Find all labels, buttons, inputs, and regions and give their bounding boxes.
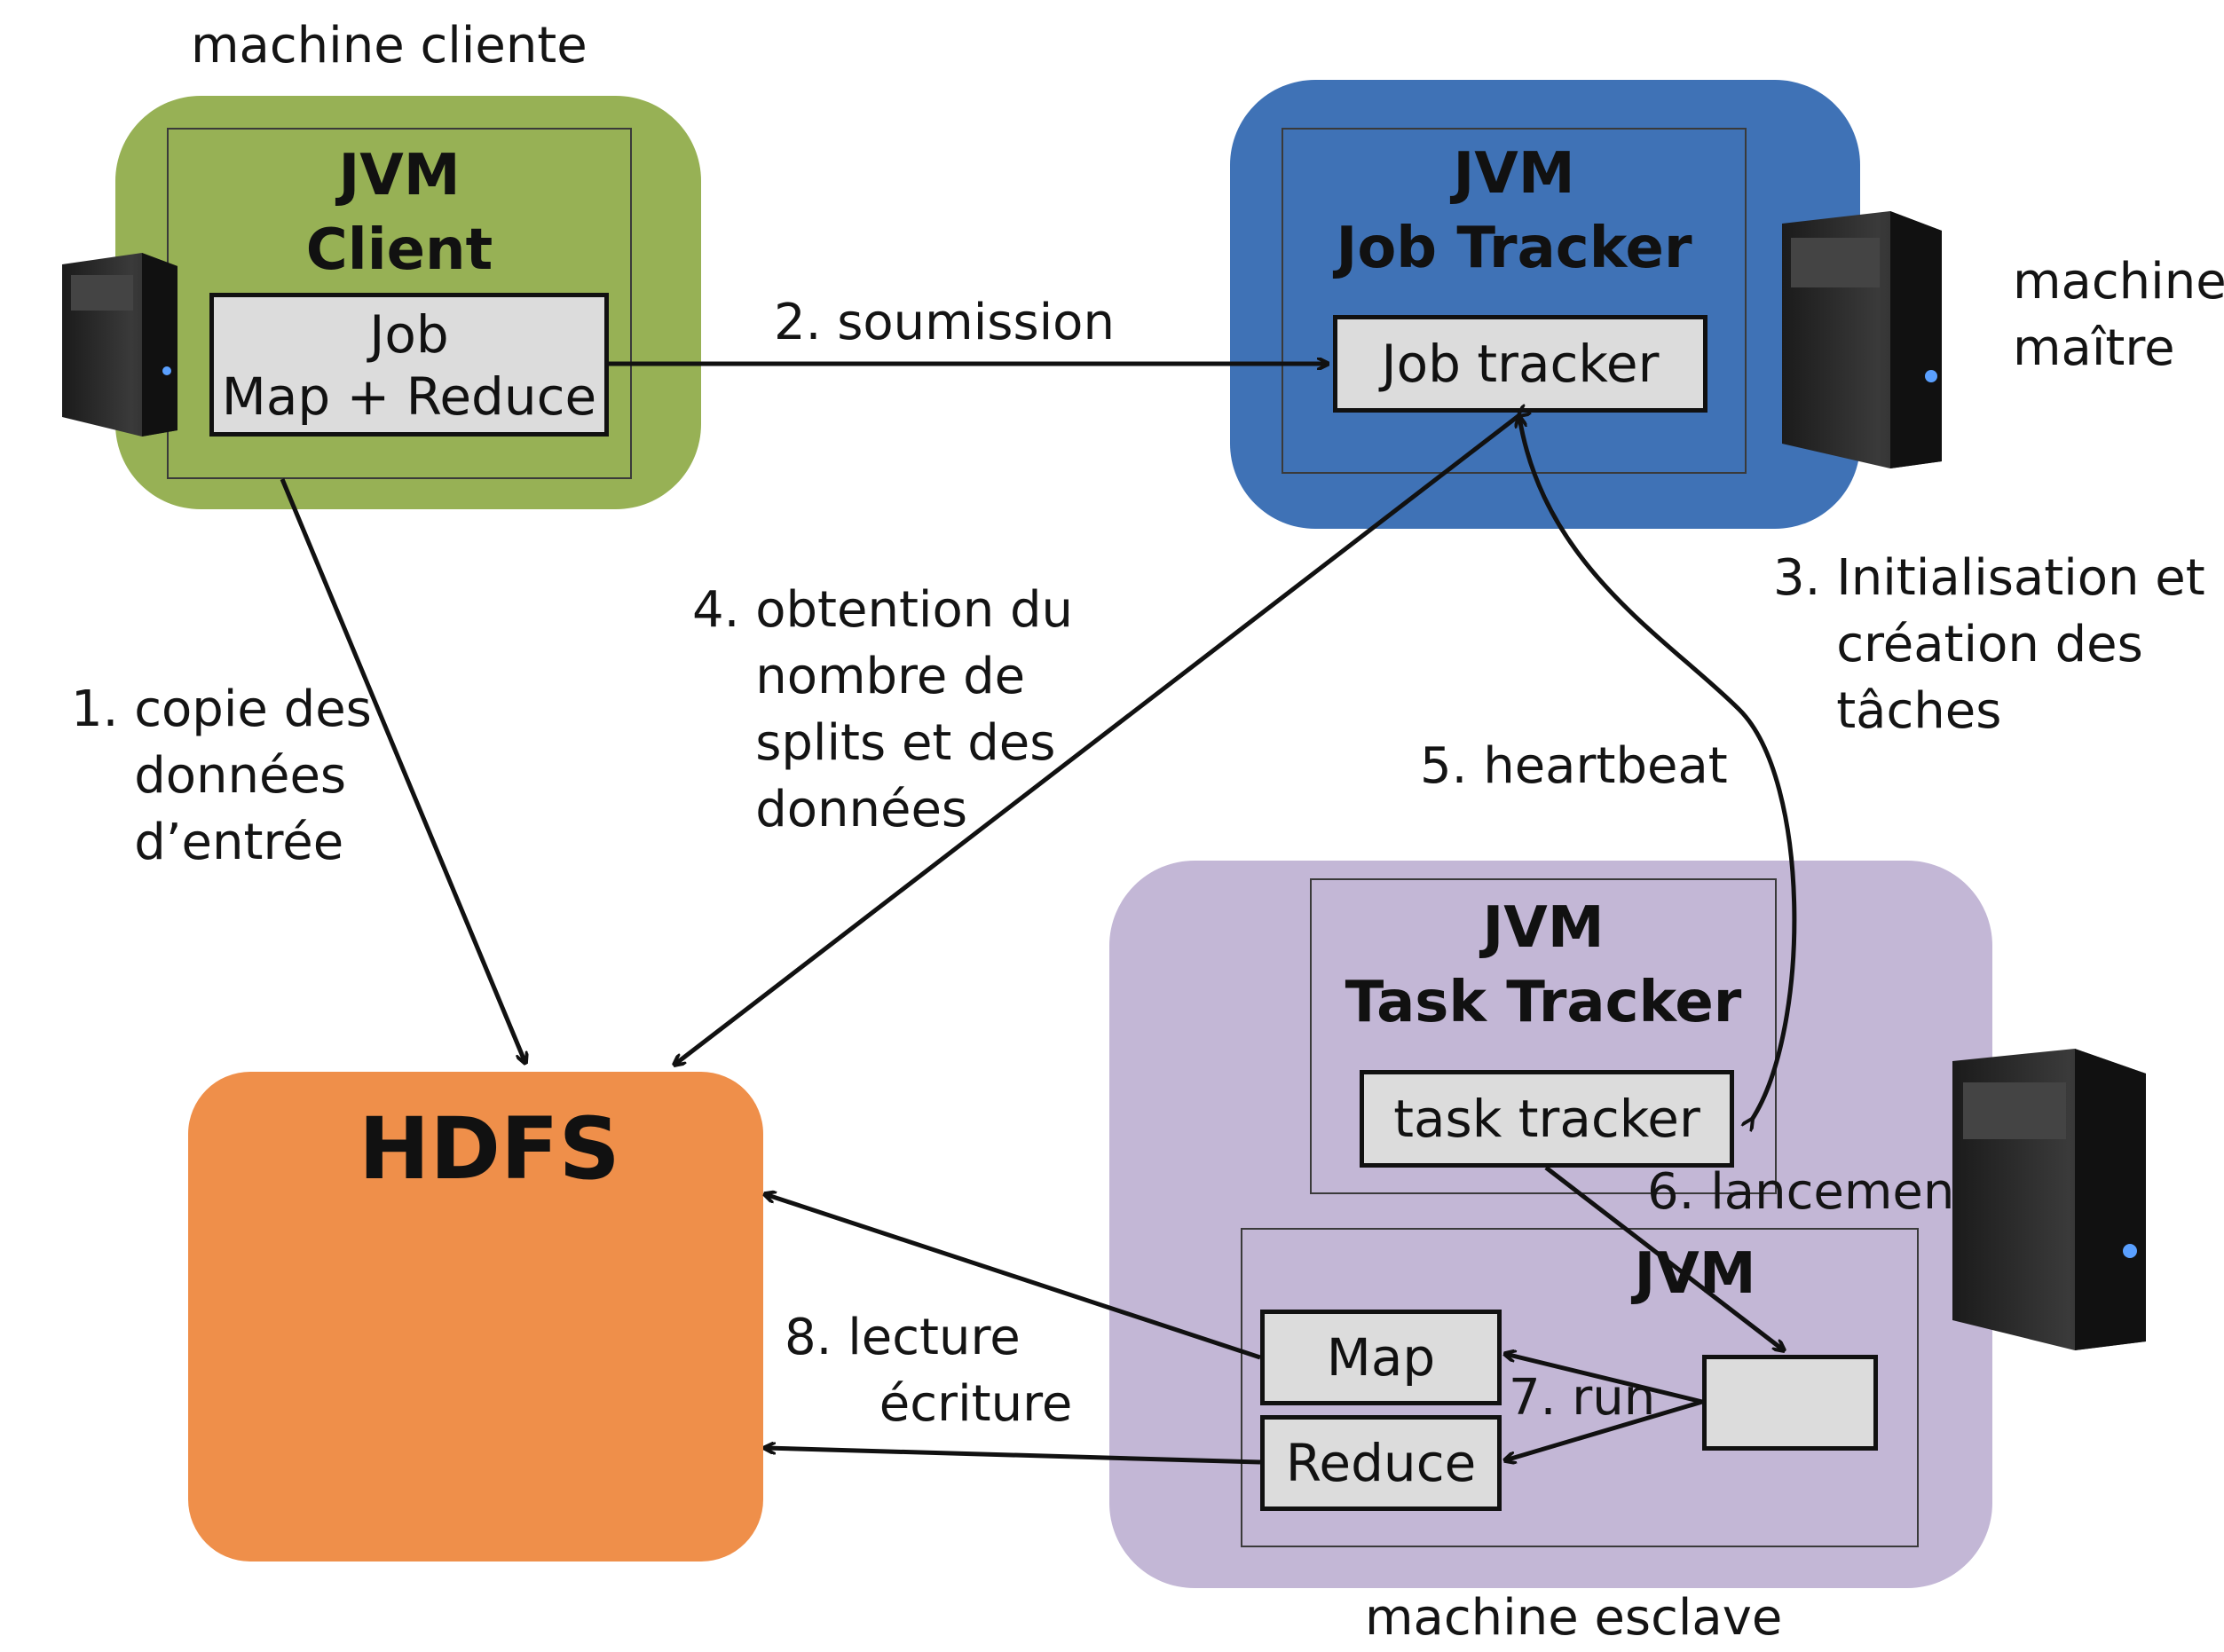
master-server-icon [1782, 211, 1942, 468]
arrow-heartbeat [1519, 417, 1797, 1120]
client-server-icon [62, 253, 177, 437]
hdfs-block [188, 1072, 763, 1562]
step-8-label: 8. lecture écriture [785, 1309, 1073, 1433]
slave-server-icon [1952, 1049, 2146, 1350]
job-tracker-box[interactable]: Job tracker [1333, 315, 1707, 413]
job-tracker-jvm-title: JVM Job Tracker [1336, 141, 1692, 281]
reduce-box[interactable]: Reduce [1260, 1415, 1502, 1511]
client-jvm-title: JVM Client [305, 143, 493, 283]
step-3-label: 3. Initialisation et création des tâches [1773, 549, 2205, 740]
slave-machine-label: machine esclave [1365, 1589, 1783, 1647]
arrow-reduce-hdfs [765, 1448, 1261, 1465]
master-machine-label: machine maître [2013, 253, 2224, 377]
arrow-launch [1544, 1166, 1784, 1350]
step-2-label: 2. soumission [774, 294, 1115, 351]
arrow-map-hdfs [765, 1194, 1261, 1360]
arrow-run-map [1505, 1354, 1703, 1404]
job-map-reduce-box[interactable]: Job Map + Reduce [209, 293, 609, 437]
hdfs-title: HDFS [359, 1099, 620, 1199]
step-1-label: 1. copie des données d’entrée [71, 680, 372, 871]
client-machine-label: machine cliente [191, 17, 588, 75]
map-box[interactable]: Map [1260, 1310, 1502, 1405]
step-6-label: 6. lancement [1647, 1163, 1975, 1221]
task-launcher-box [1702, 1355, 1878, 1451]
arrow-copy-input [280, 478, 525, 1063]
arrow-get-splits [674, 415, 1519, 1065]
arrow-run-reduce [1505, 1399, 1703, 1460]
